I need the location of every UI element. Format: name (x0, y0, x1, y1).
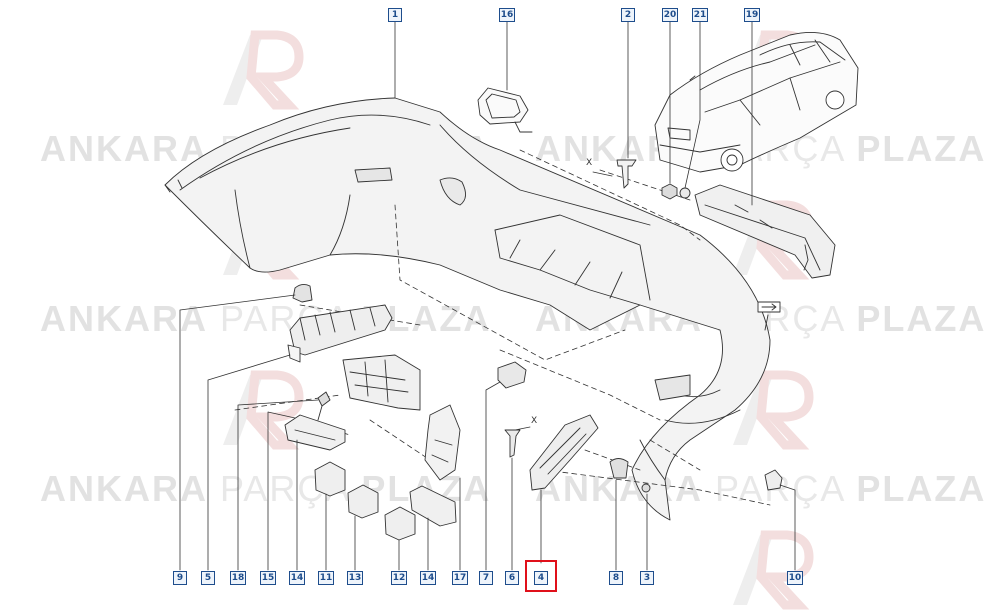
part-9-clip (292, 283, 313, 303)
callout-21[interactable]: 21 (692, 8, 708, 22)
part-21-washer (679, 187, 691, 199)
part-14-bracket-left (284, 414, 346, 451)
part-3-fastener (641, 483, 651, 493)
callout-10[interactable]: 10 (787, 571, 803, 585)
callout-13[interactable]: 13 (347, 571, 363, 585)
callout-6[interactable]: 6 (505, 571, 519, 585)
part-8-clip (609, 458, 629, 479)
part-12-block (384, 506, 416, 541)
part-13-block (347, 484, 379, 519)
leader-lines (179, 21, 796, 571)
arrow-indicator-icon (757, 301, 781, 331)
part-14-bracket-right (409, 485, 457, 527)
callout-8[interactable]: 8 (609, 571, 623, 585)
callout-9[interactable]: 9 (173, 571, 187, 585)
callout-1[interactable]: 1 (388, 8, 402, 22)
part-10-clip (764, 469, 783, 491)
part-18-bolt (317, 391, 331, 421)
selected-part-highlight (525, 560, 557, 592)
callout-15[interactable]: 15 (260, 571, 276, 585)
dimension-mark: X (586, 158, 593, 168)
part-4-support (529, 414, 599, 491)
callout-16[interactable]: 16 (499, 8, 515, 22)
part-19-beam (694, 184, 836, 279)
callout-18[interactable]: 18 (230, 571, 246, 585)
part-11-block (314, 461, 346, 497)
exploded-parts-diagram (164, 21, 859, 571)
part-17-side-piece (424, 404, 461, 481)
part-2-clip (616, 159, 637, 189)
callout-2[interactable]: 2 (621, 8, 635, 22)
callout-7[interactable]: 7 (479, 571, 493, 585)
part-20-nut (661, 183, 678, 200)
callout-12[interactable]: 12 (391, 571, 407, 585)
callout-14-right[interactable]: 14 (420, 571, 436, 585)
callout-4[interactable]: 4 (534, 571, 548, 585)
car-illustration (654, 31, 859, 173)
part-5-bracket (287, 304, 393, 363)
callout-5[interactable]: 5 (201, 571, 215, 585)
callout-17[interactable]: 17 (452, 571, 468, 585)
part-17-absorber (342, 354, 421, 411)
callout-14[interactable]: 14 (289, 571, 305, 585)
part-6-screw (504, 429, 521, 458)
callout-19[interactable]: 19 (744, 8, 760, 22)
callout-11[interactable]: 11 (318, 571, 334, 585)
rear-bumper-part (164, 97, 771, 521)
callout-3[interactable]: 3 (640, 571, 654, 585)
dimension-mark: X (531, 416, 538, 426)
callout-20[interactable]: 20 (662, 8, 678, 22)
part-7-clip (497, 361, 527, 389)
part-16-bracket (477, 87, 533, 133)
